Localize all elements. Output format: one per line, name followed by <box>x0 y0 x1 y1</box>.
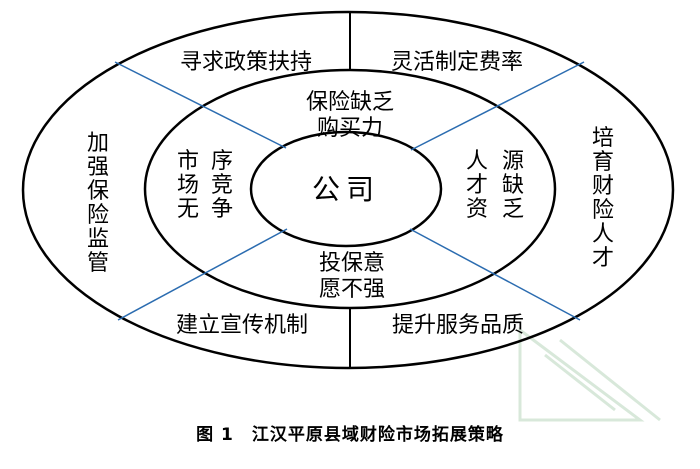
figure-number: 图 1 <box>196 425 234 445</box>
talent-resources-label-char: 资 <box>466 197 488 222</box>
talent-resources-label-char: 乏 <box>502 197 524 222</box>
center-ellipse <box>249 130 443 248</box>
label-flexible-rates: 灵活制定费率 <box>391 50 523 75</box>
supervision-label-char: 强 <box>87 155 109 180</box>
center-company-label: 公司 <box>312 173 380 206</box>
no-competition-label-char: 市 <box>177 149 199 174</box>
diagonal-dividers <box>114 61 585 321</box>
supervision-label-char: 险 <box>87 203 109 228</box>
talent-resources-label-char: 缺 <box>502 173 524 198</box>
no-competition-label-char: 场 <box>177 173 199 198</box>
talent-resources-label-char: 人 <box>466 149 488 174</box>
label-improve-service: 提升服务品质 <box>392 313 524 338</box>
label-build-publicity: 建立宣传机制 <box>176 313 308 338</box>
supervision-label-char: 管 <box>87 251 109 276</box>
no-competition-label-char: 序 <box>211 149 233 174</box>
talent-label-char: 险 <box>592 198 614 223</box>
talent-label-char: 培 <box>592 126 614 151</box>
no-competition-label-char: 竞 <box>211 173 233 198</box>
figure-title: 江汉平原县域财险市场拓展策略 <box>251 425 504 445</box>
figure-caption: 图 1 江汉平原县域财险市场拓展策略 <box>0 420 700 445</box>
label-lack-purchasing-power-2: 购买力 <box>317 116 383 141</box>
label-weak-willingness-1: 投保意 <box>319 251 385 276</box>
watermark-logo <box>518 327 661 422</box>
talent-label-char: 育 <box>592 150 614 175</box>
talent-resources-label-char: 才 <box>466 173 488 198</box>
label-seek-policy: 寻求政策扶持 <box>180 50 312 75</box>
supervision-label-char: 加 <box>87 131 109 156</box>
talent-resources-label-char: 源 <box>502 149 524 174</box>
supervision-label-char: 监 <box>87 227 109 252</box>
outer-ellipse <box>21 10 675 370</box>
supervision-label-char: 保 <box>87 179 109 204</box>
label-weak-willingness-2: 愿不强 <box>319 277 385 302</box>
talent-label-char: 财 <box>592 174 614 199</box>
label-lack-purchasing-power-1: 保险缺乏 <box>306 90 394 115</box>
no-competition-label-char: 无 <box>177 197 199 222</box>
talent-label-char: 人 <box>592 222 614 247</box>
talent-label-char: 才 <box>592 246 614 271</box>
no-competition-label-char: 争 <box>211 197 233 222</box>
